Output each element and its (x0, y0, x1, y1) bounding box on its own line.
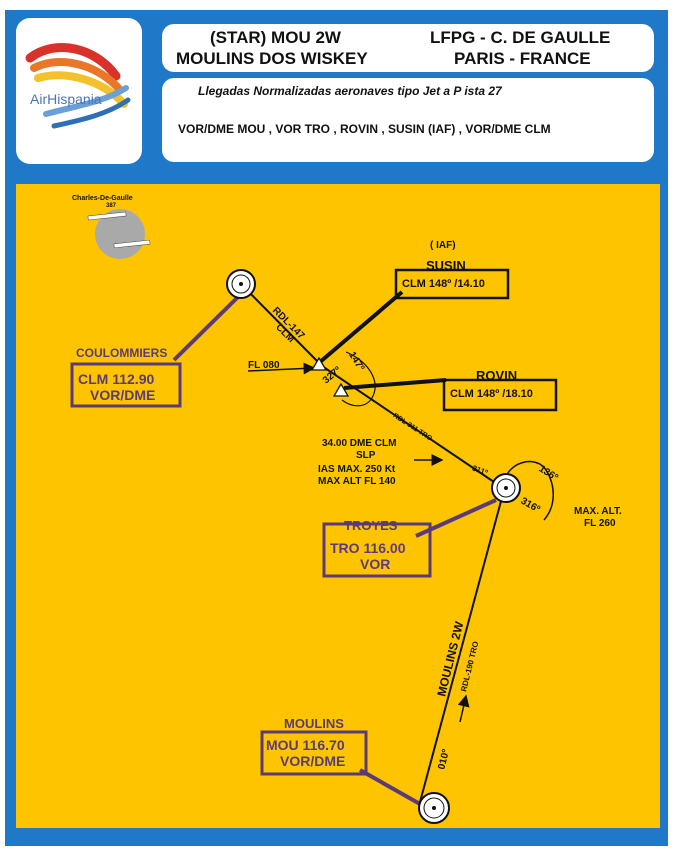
runway-north (87, 211, 127, 221)
susin-detail: CLM 148º /14.10 (402, 278, 485, 290)
airport-title: LFPG - C. DE GAULLE (430, 28, 611, 47)
iaf-tag: ( IAF) (430, 240, 456, 251)
fl080-label: FL 080 (248, 360, 280, 371)
fl080-arrow (247, 362, 316, 375)
moulins-box (260, 730, 368, 776)
coulommiers-freq: CLM 112.90 (78, 371, 155, 387)
approach-map: Charles-De-Gaulle 387 ( IAF) SUSIN CLM 1… (16, 184, 660, 828)
logo-panel: AirHispania (16, 18, 142, 164)
coulommiers-vor-icon (226, 269, 256, 299)
moulins-type: VOR/DME (280, 753, 346, 769)
rovin-leader (343, 378, 447, 390)
rdl190-route (419, 489, 505, 803)
description-panel: Llegadas Normalizadas aeronaves tipo Jet… (162, 78, 654, 162)
rdl147-route (240, 283, 323, 367)
susin-box (394, 268, 510, 300)
rdl311-route (321, 365, 495, 483)
moulins-vor-icon (418, 792, 450, 824)
coulommiers-type: VOR/DME (90, 387, 156, 403)
fixes-list: VOR/DME MOU , VOR TRO , ROVIN , SUSIN (I… (178, 122, 551, 136)
map-drawing (70, 209, 558, 824)
dme-fix-label: 34.00 DME CLM (322, 438, 397, 449)
rovin-box (442, 378, 558, 412)
rovin-waypoint-icon (332, 382, 350, 397)
coulommiers-name: COULOMMIERS (76, 346, 168, 360)
slp-label: SLP (356, 450, 376, 461)
coulommiers-leader (172, 292, 243, 362)
ias-max-label: IAS MAX. 250 Kt (318, 464, 396, 475)
troyes-freq: TRO 116.00 (330, 540, 406, 556)
troyes-leader (415, 498, 497, 538)
rovin-name: ROVIN (476, 368, 518, 383)
troyes-name: TROYES (344, 518, 398, 533)
runway-south (113, 239, 151, 249)
moulins-name: MOULINS (284, 716, 344, 731)
rovin-detail: CLM 148º /18.10 (450, 388, 533, 400)
troyes-type: VOR (360, 556, 391, 572)
city-title: PARIS - FRANCE (454, 49, 591, 68)
hold-max-alt-label: MAX. ALT. (574, 506, 622, 517)
route-arrow (457, 694, 470, 723)
hold-fl-label: FL 260 (584, 518, 616, 529)
rovin-course-arc (341, 351, 376, 407)
troyes-vor-icon (491, 473, 521, 503)
susin-name: SUSIN (426, 258, 466, 273)
airport-symbol-icon (95, 209, 145, 259)
moulins-leader (359, 768, 421, 806)
airhispania-logo-icon (25, 43, 131, 129)
airport-name: Charles-De-Gaulle (72, 195, 133, 202)
moulins-freq: MOU 116.70 (266, 737, 345, 753)
procedure-description: Llegadas Normalizadas aeronaves tipo Jet… (198, 84, 502, 98)
procedure-name: MOULINS DOS WISKEY (176, 49, 368, 68)
susin-leader (318, 290, 404, 364)
airport-elevation: 387 (106, 203, 117, 209)
max-alt-label: MAX ALT FL 140 (318, 476, 396, 487)
procedure-title: (STAR) MOU 2W (210, 28, 341, 47)
troyes-box (322, 522, 432, 578)
logo-text: AirHispania (30, 91, 102, 107)
coulommiers-box (70, 362, 182, 408)
tro-holding-pattern (503, 460, 554, 521)
title-panel: (STAR) MOU 2W MOULINS DOS WISKEY LFPG - … (162, 24, 654, 72)
susin-waypoint-icon (310, 356, 328, 371)
